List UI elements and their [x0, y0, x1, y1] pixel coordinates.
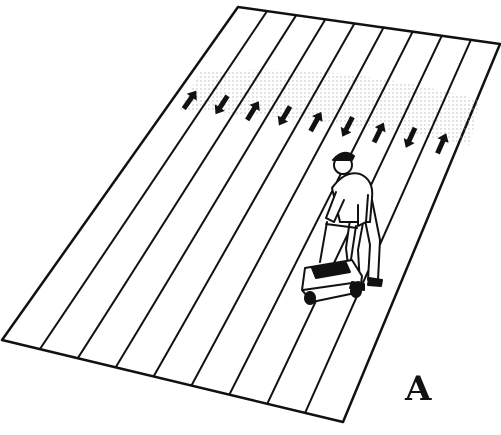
figure-label: A	[405, 372, 431, 406]
mower-wheel	[305, 292, 315, 304]
